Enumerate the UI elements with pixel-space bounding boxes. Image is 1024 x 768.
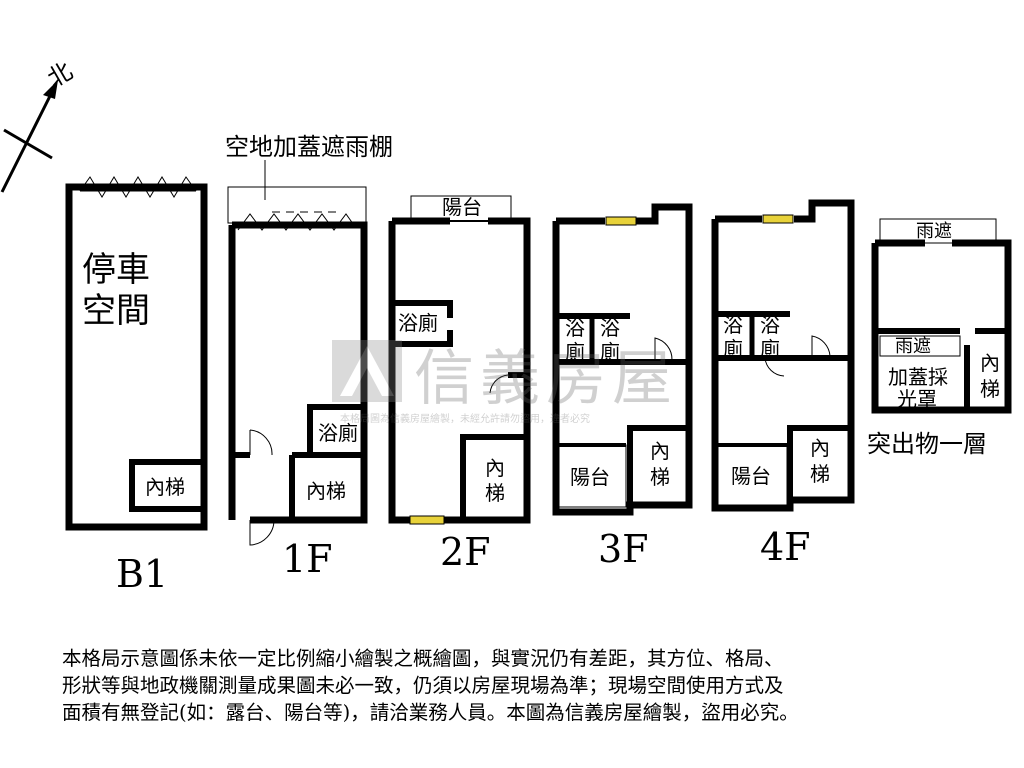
compass-label: 北 bbox=[43, 57, 78, 93]
1f-entry-door-icon bbox=[249, 519, 275, 546]
roof-stair-label-2: 梯 bbox=[980, 377, 1000, 401]
4f-balcony-label: 陽台 bbox=[731, 464, 771, 488]
1f-door-swing-icon bbox=[249, 429, 273, 456]
2f-floor-label: 2F bbox=[440, 530, 491, 574]
roof-canopy-mid-label: 雨遮 bbox=[895, 336, 931, 357]
b1-stair-label: 內梯 bbox=[145, 475, 185, 499]
3f-stair-room bbox=[627, 425, 689, 505]
4f-stair-label-1: 內 bbox=[810, 436, 830, 460]
watermark-brand: 信義房屋 bbox=[414, 344, 678, 414]
b1-parking-label-2: 空間 bbox=[82, 291, 150, 331]
floor-roof: 雨遮 雨遮 加蓋採 光罩 內 梯 突出物一層 bbox=[867, 218, 1012, 458]
4f-door-swing-icon bbox=[811, 335, 831, 358]
b1-stair-room bbox=[129, 459, 207, 512]
roof-skylight-label-2: 光罩 bbox=[897, 387, 937, 411]
floor-b1: 停車 空間 內梯 B1 bbox=[65, 176, 208, 596]
roof-skylight-label-1: 加蓋採 bbox=[888, 365, 948, 389]
3f-stair-label-1: 內 bbox=[650, 439, 670, 463]
roof-outline bbox=[871, 239, 1012, 414]
sinyi-logo-icon bbox=[332, 340, 402, 402]
compass-arrow-icon bbox=[43, 80, 58, 99]
4f-toilet-a-1: 浴 bbox=[723, 313, 743, 337]
floor-3f: 浴 廁 浴 廁 陽台 內 梯 3F bbox=[552, 203, 693, 571]
2f-stair-label-2: 梯 bbox=[485, 481, 505, 505]
1f-toilet-label: 浴廁 bbox=[318, 421, 358, 445]
4f-stair-room bbox=[787, 425, 851, 500]
disclaimer-line: 本格局示意圖係未依一定比例縮小繪製之概繪圖，與實況仍有差距，其方位、格局、 bbox=[62, 647, 784, 670]
2f-stair-room bbox=[460, 434, 527, 520]
1f-outline bbox=[228, 221, 368, 524]
floor-2f: 陽台 浴廁 內 梯 2F bbox=[388, 195, 531, 574]
3f-toilet-a-2: 廁 bbox=[565, 340, 585, 364]
3f-toilet-a-1: 浴 bbox=[565, 316, 585, 340]
b1-rolling-door-icon bbox=[79, 176, 197, 198]
compass-crossbar bbox=[3, 128, 53, 160]
b1-floor-label: B1 bbox=[116, 552, 168, 596]
disclaimer-line: 形狀等與地政機關測量成果圖未必一致，仍須以房屋現場為準；現場空間使用方式及 bbox=[62, 674, 784, 697]
2f-toilet-room bbox=[392, 300, 453, 347]
2f-outline bbox=[388, 217, 531, 524]
roof-canopy-top bbox=[879, 218, 997, 244]
2f-toilet-label: 浴廁 bbox=[398, 311, 438, 335]
4f-floor-label: 4F bbox=[760, 525, 811, 569]
4f-toilet-b-2: 廁 bbox=[760, 337, 780, 361]
watermark: 信義房屋 本格局圖為信義房屋繪製，未經允許請勿盜用，違者必究 bbox=[332, 336, 692, 436]
canopy-annotation: 空地加蓋遮雨棚 bbox=[225, 133, 393, 161]
watermark-note: 本格局圖為信義房屋繪製，未經允許請勿盜用，違者必究 bbox=[340, 414, 590, 425]
4f-outline bbox=[711, 199, 855, 512]
3f-door-swing-icon bbox=[654, 337, 673, 362]
roof-label: 突出物一層 bbox=[867, 430, 987, 458]
roof-canopy-mid bbox=[879, 335, 961, 357]
1f-floor-label: 1F bbox=[282, 537, 333, 581]
3f-floor-label: 3F bbox=[598, 527, 649, 571]
floor-1f: 浴廁 內梯 1F bbox=[227, 186, 368, 581]
3f-balcony-label: 陽台 bbox=[570, 465, 610, 489]
b1-outline bbox=[65, 183, 208, 531]
2f-window-yellow-icon bbox=[409, 515, 445, 525]
compass: 北 bbox=[0, 57, 78, 193]
3f-outline bbox=[552, 203, 693, 516]
2f-door-swing-icon bbox=[489, 374, 509, 394]
2f-balcony-label: 陽台 bbox=[442, 195, 482, 219]
2f-stair-label-1: 內 bbox=[485, 456, 505, 480]
disclaimer: 本格局示意圖係未依一定比例縮小繪製之概繪圖，與實況仍有差距，其方位、格局、 形狀… bbox=[62, 645, 982, 726]
4f-stair-label-2: 梯 bbox=[810, 462, 830, 486]
roof-canopy-top-label: 雨遮 bbox=[916, 221, 952, 242]
1f-toilet-room bbox=[307, 404, 367, 458]
1f-stair-label: 內梯 bbox=[306, 479, 346, 503]
1f-canopy-area bbox=[227, 186, 367, 224]
3f-toilet-b-2: 廁 bbox=[600, 340, 620, 364]
floor-4f: 浴 廁 浴 廁 陽台 內 梯 4F bbox=[711, 199, 855, 569]
4f-toilet-b-1: 浴 bbox=[760, 313, 780, 337]
disclaimer-line: 面積有無登記(如：露台、陽台等)，請洽業務人員。本圖為信義房屋繪製，盜用必究。 bbox=[62, 701, 799, 724]
4f-door-swing-icon-2 bbox=[764, 357, 785, 377]
3f-window-yellow-icon bbox=[605, 216, 637, 226]
4f-window-yellow-icon bbox=[762, 214, 794, 224]
roof-stair-label-1: 內 bbox=[980, 351, 1000, 375]
3f-toilet-b-1: 浴 bbox=[600, 316, 620, 340]
b1-parking-label-1: 停車 bbox=[82, 250, 150, 290]
3f-stair-label-2: 梯 bbox=[650, 465, 670, 489]
4f-toilet-a-2: 廁 bbox=[723, 337, 743, 361]
compass-needle-icon bbox=[0, 85, 57, 193]
